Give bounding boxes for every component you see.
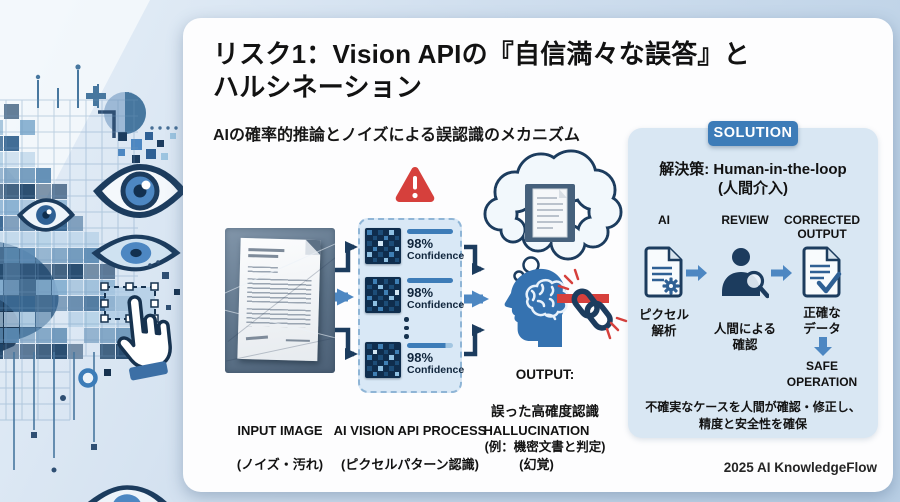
broken-chain-icon bbox=[557, 268, 628, 340]
hand-cursor-icon bbox=[117, 295, 172, 381]
pixel-cluster bbox=[118, 126, 178, 163]
process-to-output-arrows bbox=[464, 244, 489, 357]
plus-icon bbox=[86, 86, 106, 106]
footer-credit: 2025 AI KnowledgeFlow bbox=[723, 460, 877, 475]
step-caption-review: 人間による 確認 bbox=[713, 322, 777, 353]
ellipsis-dots bbox=[404, 317, 409, 339]
light-beam bbox=[0, 0, 150, 210]
pixel-pattern-grid bbox=[365, 342, 401, 378]
confidence-row: 98% Confidence bbox=[365, 342, 464, 378]
confidence-label: Confidence bbox=[407, 250, 465, 262]
down-arrow-icon bbox=[814, 337, 832, 356]
confidence-percent: 98% bbox=[407, 285, 434, 300]
pixel-pattern-grid bbox=[365, 228, 401, 264]
dot bbox=[60, 395, 66, 401]
output-line-2: 誤った高確度認識 bbox=[491, 403, 599, 419]
confidence-label: Confidence bbox=[407, 299, 465, 311]
step-caption-ai: ピクセル 解析 bbox=[638, 308, 689, 339]
confidence-bar bbox=[407, 343, 453, 348]
document-check-icon bbox=[802, 246, 842, 298]
antenna-lines bbox=[37, 70, 129, 112]
title-line-2: ハルシネーション bbox=[213, 72, 423, 103]
step-arrow-icon bbox=[686, 265, 707, 281]
input-label-en: INPUT IMAGE bbox=[237, 422, 323, 438]
eye-icon bbox=[93, 164, 187, 218]
pie-half bbox=[125, 92, 146, 134]
left-ai-vision-illustration bbox=[0, 0, 187, 502]
confidence-bar bbox=[407, 229, 453, 234]
title-line-1: リスク1：Vision APIの『自信満々な誤答』と bbox=[213, 39, 750, 69]
page-title: リスク1：Vision APIの『自信満々な誤答』と ハルシネーション bbox=[213, 38, 813, 104]
dot-square bbox=[91, 444, 97, 450]
process-label-en: AI VISION API PROCESS bbox=[333, 422, 487, 438]
input-to-process-arrows bbox=[335, 241, 358, 360]
dot bbox=[148, 263, 152, 267]
dot-square bbox=[166, 305, 171, 310]
dot-square bbox=[31, 432, 37, 438]
dot-square bbox=[162, 272, 169, 279]
confidence-label: Confidence bbox=[407, 364, 465, 376]
person-magnifier-icon bbox=[722, 248, 769, 299]
dot-square bbox=[104, 369, 111, 376]
corner-bracket bbox=[98, 110, 116, 138]
confidence-bar bbox=[407, 278, 453, 283]
solution-badge: SOLUTION bbox=[708, 121, 798, 146]
head-brain-icon bbox=[504, 268, 570, 347]
solution-note: 不確実なケースを人間が確認・修正し、 精度と安全性を確保 bbox=[645, 400, 861, 431]
step-header-ai: AI bbox=[658, 213, 670, 227]
confidence-row: 98% Confidence bbox=[365, 277, 464, 313]
input-image-label: INPUT IMAGE (ノイズ・汚れ) bbox=[203, 406, 357, 490]
hallucination-label-jp: (幻覚) bbox=[519, 456, 554, 472]
step-header-corrected: CORRECTED OUTPUT bbox=[783, 213, 860, 241]
input-image-panel bbox=[225, 228, 335, 373]
ring-icon bbox=[78, 368, 98, 388]
output-line-3: (例：機密文書と判定) bbox=[484, 440, 606, 455]
step-header-review: REVIEW bbox=[721, 213, 769, 227]
input-label-jp: (ノイズ・汚れ) bbox=[236, 456, 324, 472]
confidence-percent: 98% bbox=[407, 236, 434, 251]
confidence-percent: 98% bbox=[407, 350, 434, 365]
confidence-row: 98% Confidence bbox=[365, 228, 464, 264]
step-arrow-icon bbox=[771, 265, 792, 281]
solution-heading-2: (人間介入) bbox=[718, 180, 788, 197]
safe-operation-label: SAFE OPERATION bbox=[786, 359, 858, 389]
process-label: AI VISION API PROCESS (ピクセルパターン認識) bbox=[322, 406, 498, 490]
descender-lines bbox=[13, 352, 95, 470]
dot bbox=[51, 467, 57, 473]
step-caption-corrected: 正確な データ bbox=[803, 306, 841, 337]
dot-square bbox=[174, 289, 180, 295]
pixel-pattern-grid bbox=[365, 277, 401, 313]
warning-triangle-icon bbox=[395, 167, 435, 202]
process-label-jp: (ピクセルパターン認識) bbox=[340, 456, 479, 472]
eye-icon bbox=[87, 485, 167, 502]
document-gear-icon bbox=[644, 246, 683, 298]
dot bbox=[75, 64, 81, 70]
hallucination-label-en: HALLUCINATION bbox=[483, 422, 590, 438]
dot bbox=[156, 260, 160, 264]
hallucination-label: HALLUCINATION (幻覚) bbox=[464, 406, 609, 490]
eye-icon bbox=[16, 198, 76, 232]
output-text: OUTPUT: 誤った高確度認識 (例：機密文書と判定) bbox=[465, 348, 625, 474]
page-subtitle: AIの確率的推論とノイズによる誤認識のメカニズム bbox=[213, 127, 581, 144]
output-line-1: OUTPUT: bbox=[515, 367, 575, 383]
thought-bubble-icon bbox=[483, 149, 623, 282]
dot bbox=[35, 74, 41, 80]
solution-heading-1: 解決策: Human-in-the-loop bbox=[659, 161, 847, 178]
main-card: リスク1：Vision APIの『自信満々な誤答』と ハルシネーション AIの確… bbox=[183, 18, 893, 492]
